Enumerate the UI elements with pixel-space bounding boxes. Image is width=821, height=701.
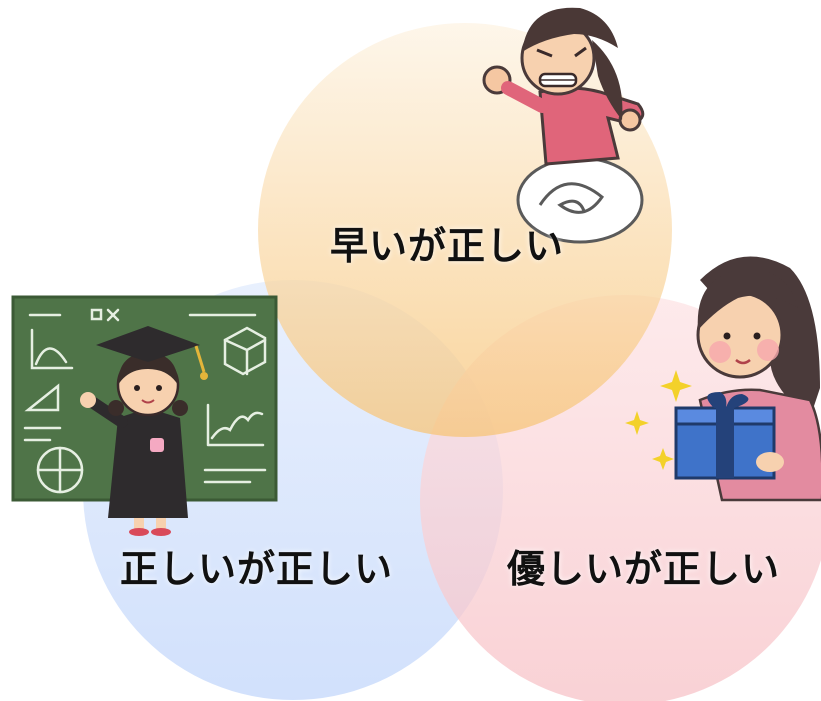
- label-left: 正しいが正しい: [120, 547, 394, 591]
- label-right: 優しいが正しい: [507, 547, 781, 591]
- person-with-gift-illustration: [625, 256, 821, 502]
- label-top: 早いが正しい: [330, 224, 565, 268]
- graduate-at-chalkboard-illustration: [11, 295, 278, 536]
- running-person-illustration: [482, 7, 645, 244]
